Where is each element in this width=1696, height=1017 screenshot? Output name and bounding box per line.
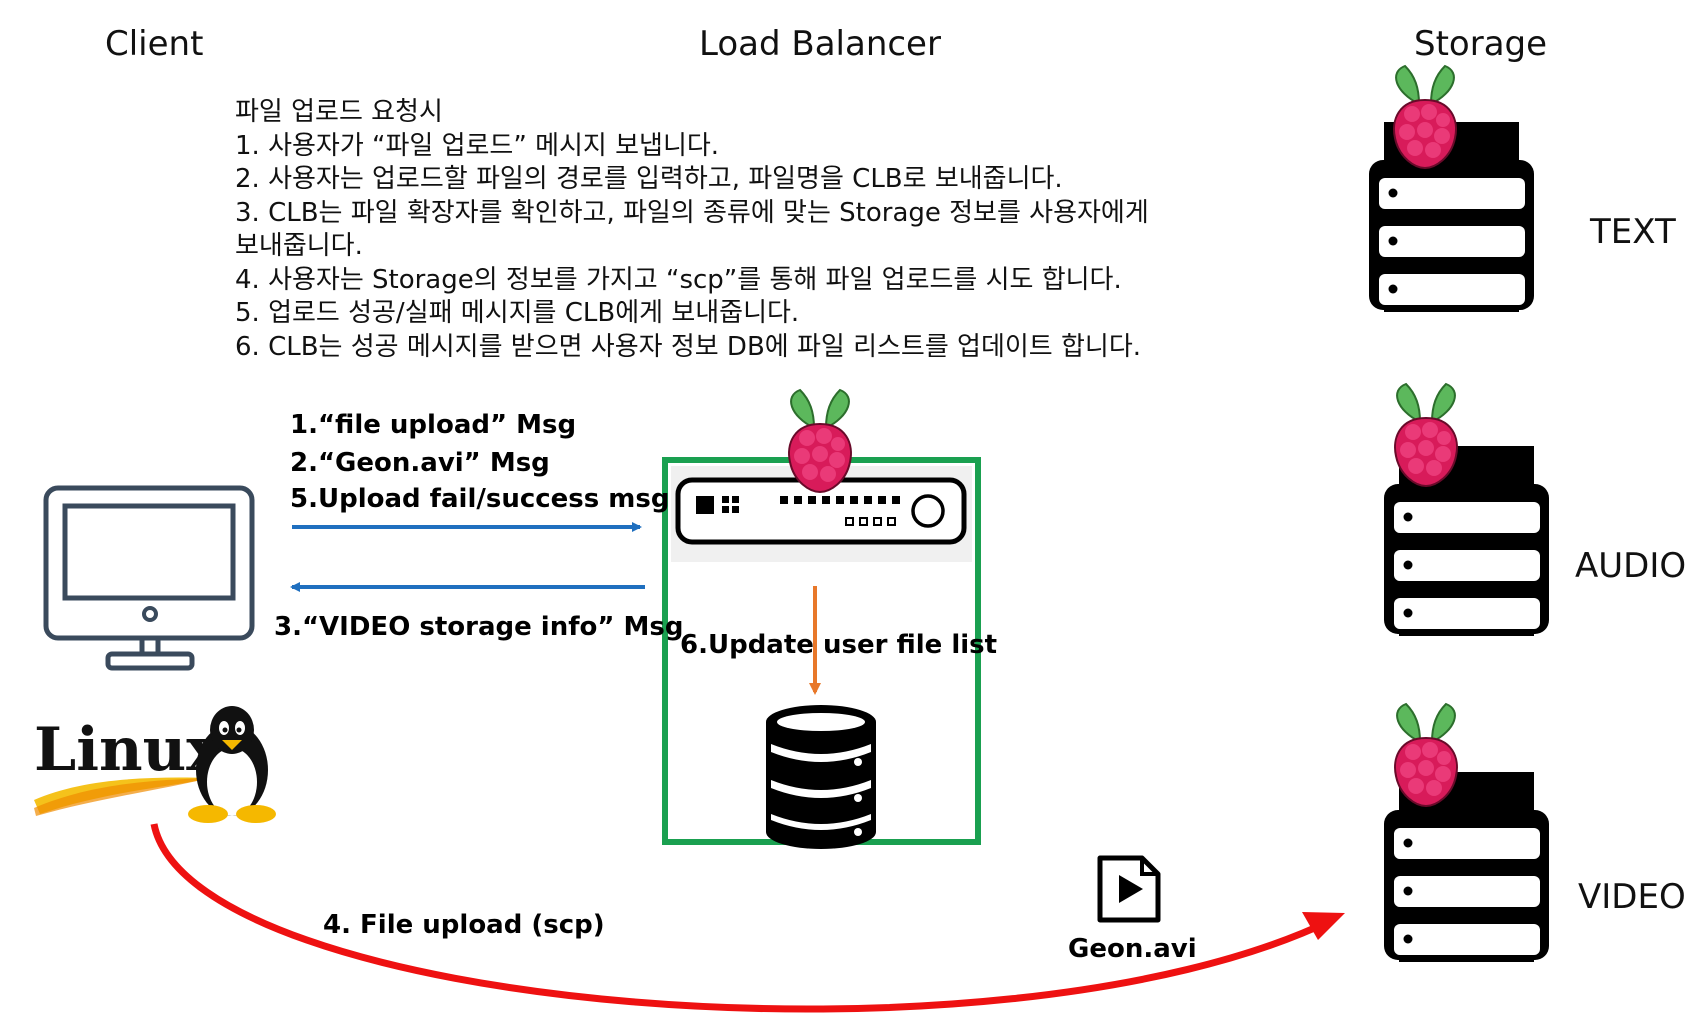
message-video-storage-info: 3.“VIDEO storage info” Msg [274, 612, 684, 642]
arrow-scp-head [1302, 912, 1345, 940]
message-upload-result: 5.Upload fail/success msg [290, 484, 670, 514]
column-title-storage: Storage [1414, 24, 1548, 64]
raspberry-pi-icon [1394, 703, 1458, 807]
raspberry-pi-icon [1394, 383, 1458, 487]
arrow-scp-upload [150, 823, 1334, 1013]
message-filename: 2.“Geon.avi” Msg [290, 448, 550, 478]
video-file-icon [1097, 855, 1161, 923]
steps-description: 파일 업로드 요청시 1. 사용자가 “파일 업로드” 메시지 보냅니다. 2.… [235, 96, 1149, 364]
file-name-label: Geon.avi [1068, 934, 1197, 964]
linux-wordmark: Linux [34, 715, 223, 785]
storage-label-audio: AUDIO [1575, 546, 1687, 586]
monitor-icon [43, 485, 255, 671]
message-file-upload: 1.“file upload” Msg [290, 410, 577, 440]
step-line: 보내줍니다. [235, 231, 363, 261]
linux-tux-icon [188, 706, 276, 823]
linux-logo: Linux [34, 715, 223, 816]
step-line: 3. CLB는 파일 확장자를 확인하고, 파일의 종류에 맞는 Storage… [235, 197, 1149, 228]
step-line: 1. 사용자가 “파일 업로드” 메시지 보냅니다. [235, 130, 720, 161]
server-stack-icon [1384, 772, 1549, 962]
storage-label-video: VIDEO [1578, 877, 1686, 917]
step-line: 6. CLB는 성공 메시지를 받으면 사용자 정보 DB에 파일 리스트를 업… [235, 331, 1141, 362]
message-update-file-list: 6.Update user file list [680, 630, 998, 660]
column-title-client: Client [105, 24, 204, 64]
steps-heading: 파일 업로드 요청시 [235, 97, 443, 127]
column-title-load-balancer: Load Balancer [699, 24, 941, 64]
database-icon [766, 705, 876, 849]
storage-label-text: TEXT [1590, 212, 1676, 252]
step-line: 5. 업로드 성공/실패 메시지를 CLB에게 보내줍니다. [235, 298, 800, 328]
message-scp-upload: 4. File upload (scp) [323, 910, 605, 940]
raspberry-pi-icon [1393, 65, 1457, 169]
step-line: 2. 사용자는 업로드할 파일의 경로를 입력하고, 파일명을 CLB로 보내줍… [235, 164, 1063, 194]
server-stack-video [1384, 772, 1549, 962]
step-line: 4. 사용자는 Storage의 정보를 가지고 “scp”를 통해 파일 업로… [235, 264, 1122, 295]
raspberry-pi-icon [788, 389, 852, 493]
